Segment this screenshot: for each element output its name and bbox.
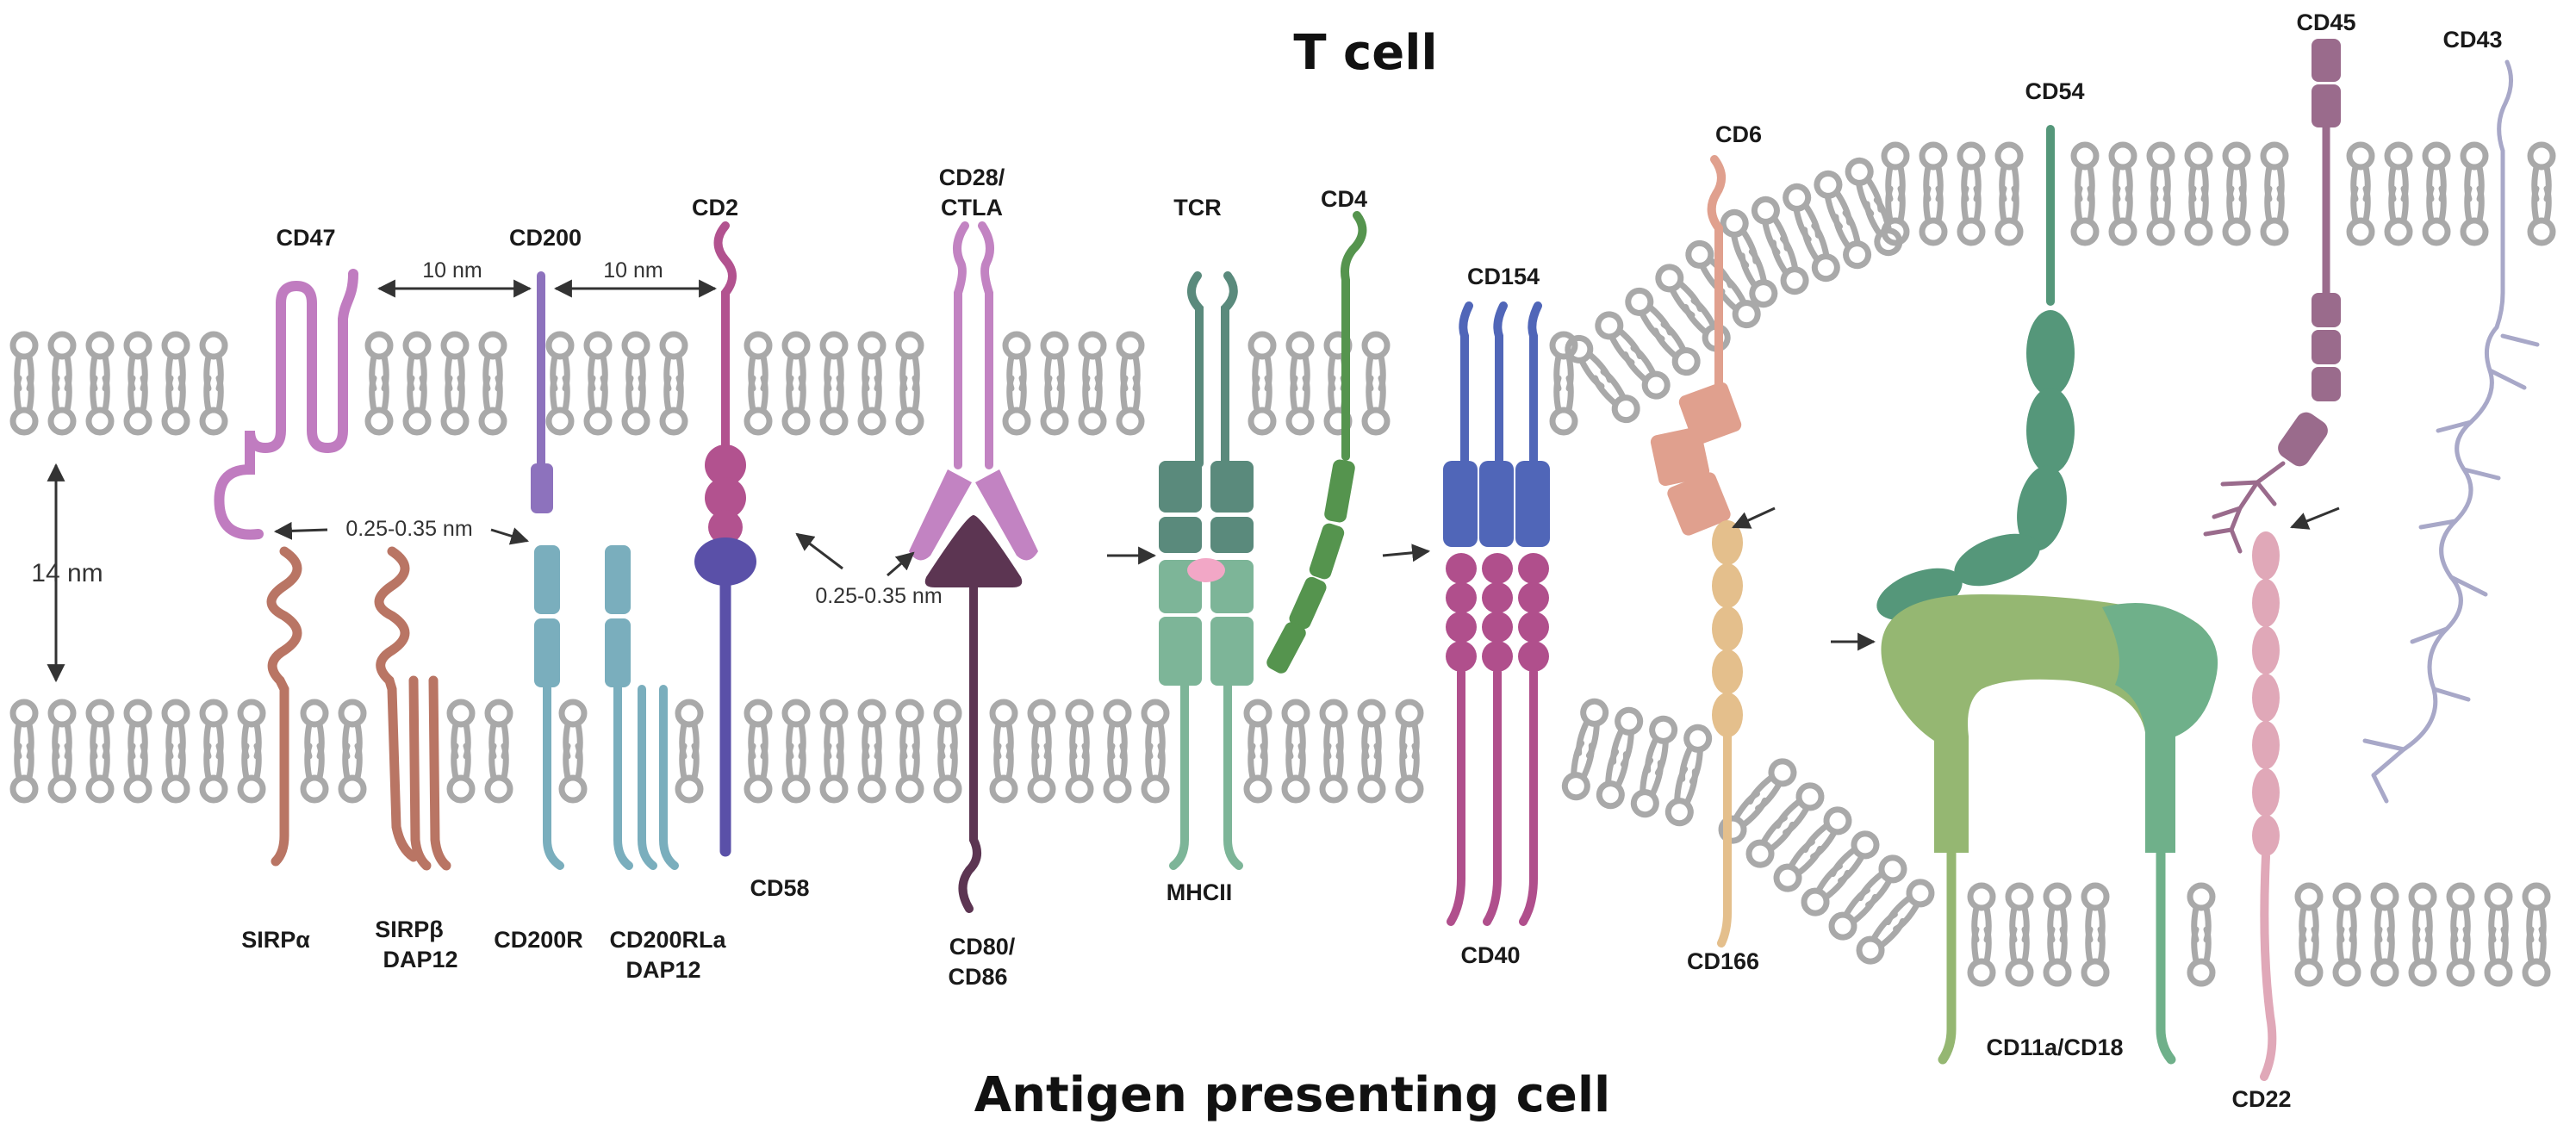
mhcii-complex [1159,558,1254,870]
label-tcr: TCR [1173,195,1222,221]
apc-membrane [9,698,2551,987]
label-cd11a-cd18: CD11a/CD18 [1986,1034,2123,1060]
label-cd200rla-line1: CD200RLa [609,927,726,953]
label-cd54: CD54 [2025,78,2084,104]
label-cd2: CD2 [692,195,738,221]
cd80-cd86-protein [924,515,1023,913]
cd154-trimer [1443,301,1550,547]
label-cd6: CD6 [1715,121,1762,147]
cd22-protein [2252,531,2280,1081]
cd11a-cd18-integrin [1881,594,2218,1065]
cd2-protein [705,221,746,544]
cd200rla-dap12-complex [605,545,679,870]
cd4-protein [1266,211,1367,674]
label-sirpa: SIRPα [241,927,310,953]
cd6-protein [1650,155,1742,536]
label-height: 14 nm [31,559,103,587]
label-gap-right: 10 nm [603,258,663,283]
cd200-protein [531,271,553,513]
label-distance-center: 0.25-0.35 nm [815,584,942,608]
label-cd43: CD43 [2442,27,2502,53]
cd166-protein [1712,520,1743,948]
label-cd28-line2: CTLA [941,195,1003,221]
label-cd4: CD4 [1321,186,1367,212]
label-cd200rla-line2: DAP12 [625,957,700,983]
label-cd40: CD40 [1460,942,1520,968]
label-cd28-line1: CD28/ [939,165,1005,190]
label-cd22: CD22 [2231,1086,2291,1112]
label-cd80-line1: CD80/ [949,934,1016,960]
label-mhcii: MHCII [1167,879,1233,905]
sirpb-dap12-complex [374,546,451,871]
cd58-protein [694,537,756,857]
label-cd154: CD154 [1467,264,1540,289]
measurement-labels: 10 nm 10 nm 0.25-0.35 nm 0.25-0.35 nm 14… [31,258,942,608]
sirpa-protein [266,546,302,867]
label-cd166: CD166 [1687,948,1759,974]
t-cell-membrane [9,141,2556,436]
label-cd45: CD45 [2296,9,2355,35]
t-cell-label: T cell [1293,25,1437,81]
label-cd47: CD47 [276,225,335,251]
label-sirpb-line1: SIRPβ [375,916,444,942]
label-distance-left: 0.25-0.35 nm [345,517,472,541]
apc-label: Antigen presenting cell [974,1067,1610,1123]
cd47-protein [214,269,358,540]
label-cd200: CD200 [509,225,582,251]
cd54-protein [1876,125,2075,621]
cd45-protein [2203,39,2341,554]
label-cd58: CD58 [750,875,809,901]
tcr-complex [1159,271,1254,553]
cd40-trimer [1446,553,1549,926]
cd28-ctla-protein [909,221,1038,561]
measurement-arrows [47,279,2340,683]
label-gap-left: 10 nm [422,258,482,283]
cd43-protein [2362,59,2540,804]
label-cd80-line2: CD86 [948,964,1007,990]
cd200r-protein [534,545,564,870]
molecule-labels: CD47 CD200 CD2 CD28/ CTLA TCR CD4 CD154 … [241,9,2502,1112]
label-sirpb-line2: DAP12 [383,947,457,972]
label-cd200r: CD200R [494,927,583,953]
